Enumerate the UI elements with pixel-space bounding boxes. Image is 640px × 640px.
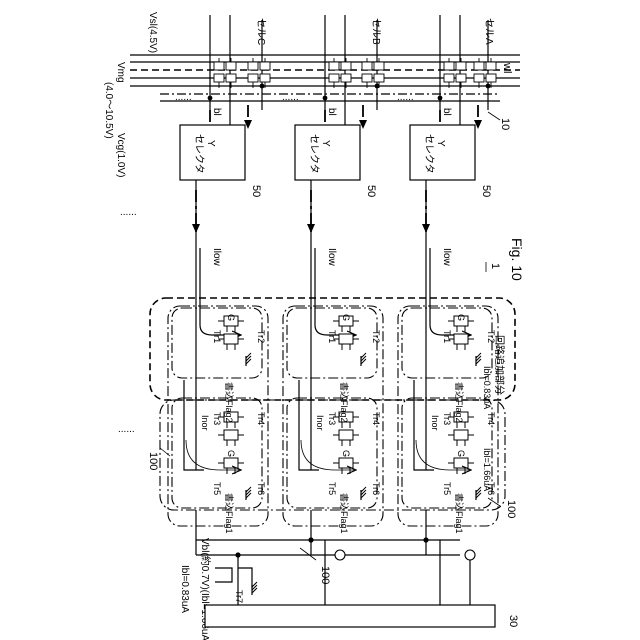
cell-a-label: セルA — [483, 18, 495, 45]
array-dots-right: ...... — [397, 92, 414, 103]
g-label-c2: G — [226, 450, 236, 457]
array-ref-label: 10 — [499, 118, 511, 130]
ibl-left-label: Ibl=0.83uA — [179, 565, 190, 613]
ibl-full-label: Ibl=1.66uA — [482, 448, 492, 491]
block-ref-top: 100 — [147, 452, 159, 470]
array-dots-left: ...... — [175, 92, 192, 103]
y-selector-b-text: セレクタ — [308, 134, 320, 174]
y-selector-b — [295, 125, 360, 180]
selector-dots: ...... — [120, 207, 137, 218]
vmg-label: Vmg — [115, 62, 126, 83]
tr2-label-b: Tr2 — [371, 330, 381, 343]
y-selector-a-y: Y — [435, 140, 446, 147]
g-label-a2: G — [456, 450, 466, 457]
tr6-label-c: Tr6 — [256, 482, 266, 495]
tr7-label: Tr7 — [234, 590, 244, 603]
y-selector-c-y: Y — [205, 140, 216, 147]
tr1-label-a: Tr1 — [442, 330, 452, 343]
y-selector-a-text: セレクタ — [423, 134, 435, 174]
tr2-label-a: Tr2 — [486, 330, 496, 343]
circuit-addition-label: 回路追加部分 — [493, 335, 506, 395]
figure-ref-1: 1 — [489, 263, 501, 269]
memory-array: ...... ...... ...... — [130, 15, 520, 110]
selector-ref-c: 50 — [250, 185, 262, 197]
flag1-label-a: 書込Flag1 — [454, 493, 465, 534]
tr3-label-b: Tr3 — [327, 412, 337, 425]
tr3-label-a: Tr3 — [442, 412, 452, 425]
vcg-label: Vcg(1.0V) — [115, 133, 126, 177]
y-selector-c-text: セレクタ — [193, 134, 205, 174]
wl-label: wl — [501, 62, 513, 73]
tr4-label-a: Tr4 — [486, 412, 496, 425]
block-dots: ...... — [118, 424, 135, 435]
cell-c-label: セルC — [255, 18, 267, 45]
tr6-label-b: Tr6 — [371, 482, 381, 495]
g-label-b1: G — [341, 314, 351, 321]
y-selectors: Y セレクタ Y セレクタ Y セレクタ — [180, 125, 475, 180]
inor-label-c: Inor — [200, 415, 210, 431]
block-ref-bottom: 100 — [319, 566, 331, 584]
vsl-label: Vsl(4.5V) — [147, 12, 158, 53]
ilow-label-c: Ilow — [211, 248, 222, 267]
block-ref-right: 100 — [505, 500, 517, 518]
bus-block-30 — [205, 605, 495, 627]
flag1-label-c: 書込Flag1 — [224, 493, 235, 534]
bus-ref-label: 30 — [507, 615, 519, 627]
array-dots-mid: ...... — [282, 92, 299, 103]
flag2-label-c: 書込Flag2 — [224, 382, 235, 423]
selector-ref-a: 50 — [480, 185, 492, 197]
tr5-label-a: Tr5 — [442, 482, 452, 495]
bl-label-c: bl — [211, 108, 222, 116]
g-label-c1: G — [226, 314, 236, 321]
y-selector-c — [180, 125, 245, 180]
tr1-label-b: Tr1 — [327, 330, 337, 343]
tr2-label-c: Tr2 — [256, 330, 266, 343]
inor-label-b: Inor — [315, 415, 325, 431]
y-selector-b-y: Y — [320, 140, 331, 147]
cell-b-label: セルB — [370, 18, 382, 45]
tr4-label-b: Tr4 — [371, 412, 381, 425]
g-label-a1: G — [456, 314, 466, 321]
selector-ref-b: 50 — [365, 185, 377, 197]
figure-label: Fig. 10 — [509, 238, 525, 281]
y-selector-a — [410, 125, 475, 180]
flag1-label-b: 書込Flag1 — [339, 493, 350, 534]
flag2-label-b: 書込Flag2 — [339, 382, 350, 423]
ibl-half-label: Ibl=0.83uA — [482, 366, 492, 409]
inor-label-a: Inor — [430, 415, 440, 431]
ilow-label-b: Ilow — [326, 248, 337, 267]
ilow-label-a: Ilow — [441, 248, 452, 267]
bl-label-a: bl — [441, 108, 452, 116]
flag2-label-a: 書込Flag2 — [454, 382, 465, 423]
vmg-range-label: (4.0〜10.5V) — [103, 82, 114, 139]
tr4-label-c: Tr4 — [256, 412, 266, 425]
tr5-label-c: Tr5 — [212, 482, 222, 495]
g-label-b2: G — [341, 450, 351, 457]
bl-label-b: bl — [326, 108, 337, 116]
tr1-label-c: Tr1 — [212, 330, 222, 343]
tr3-label-c: Tr3 — [212, 412, 222, 425]
tr5-label-b: Tr5 — [327, 482, 337, 495]
